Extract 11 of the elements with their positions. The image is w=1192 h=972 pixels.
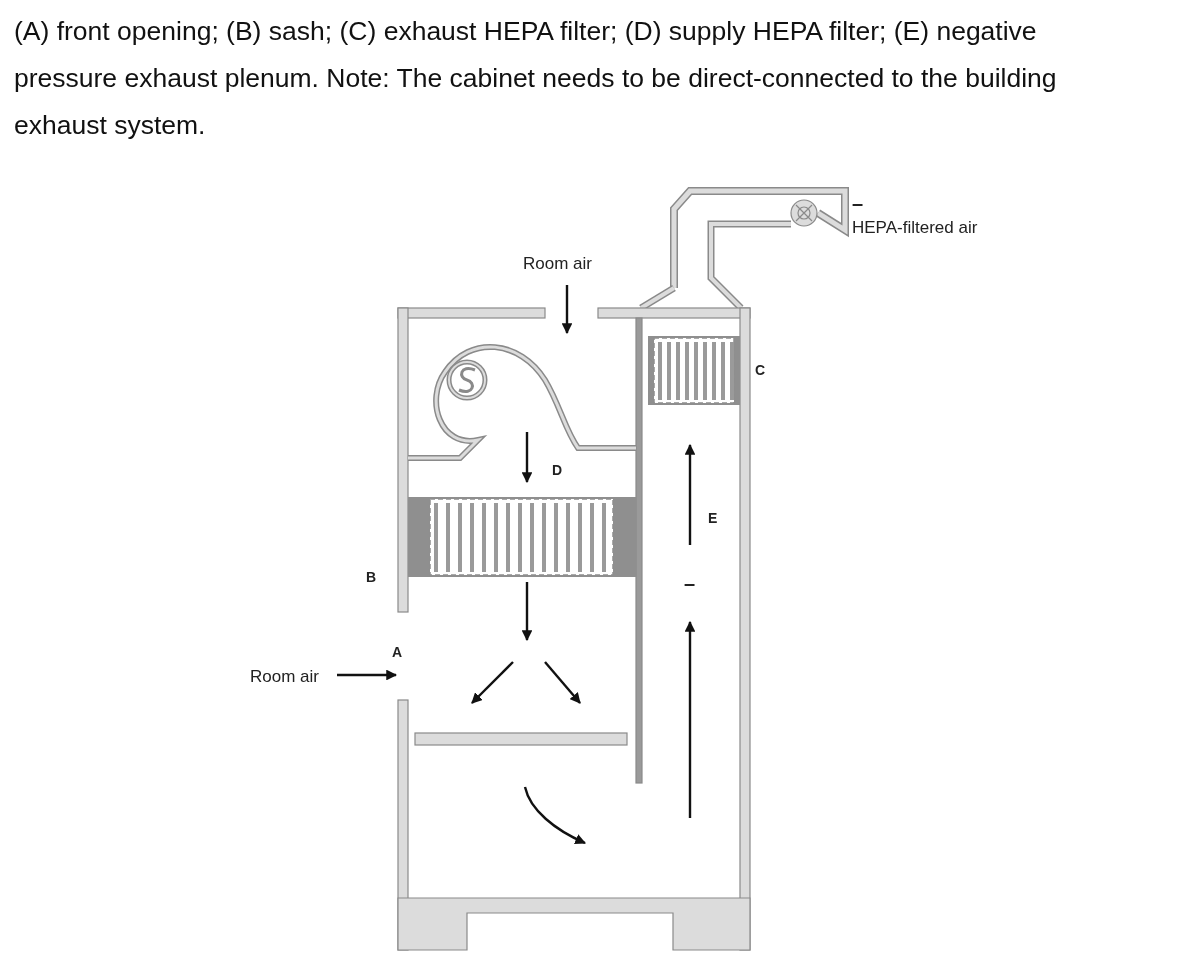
part-letter: D bbox=[552, 463, 563, 477]
flow-label: HEPA-filtered air bbox=[852, 219, 978, 236]
minus-sign: – bbox=[684, 573, 696, 593]
caption: (A) front opening; (B) sash; (C) exhaust HEPA filter; (D) supply HEPA filter; (E) negative pressure exhaust plenum. Note: The cabinet needs to be direct-connected to the building exhaust system. bbox=[14, 15, 1058, 142]
flow-label: Room air bbox=[250, 668, 319, 685]
part-letter: E bbox=[708, 511, 718, 525]
part-letter: A bbox=[392, 645, 403, 659]
minus-sign: – bbox=[852, 193, 864, 213]
part-letter: C bbox=[755, 363, 766, 377]
part-letter: B bbox=[366, 570, 377, 584]
flow-label: Room air bbox=[523, 255, 592, 272]
